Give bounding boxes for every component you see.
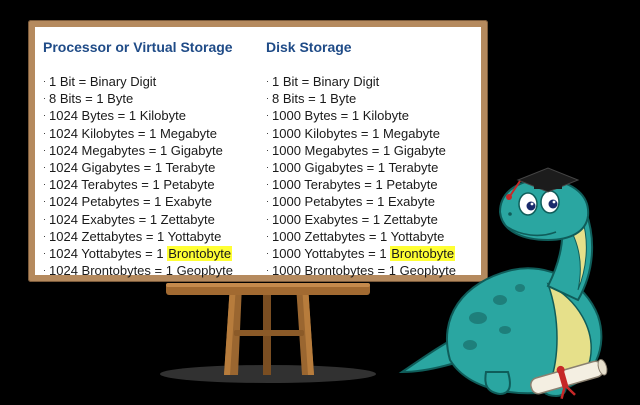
bullet-icon: ·: [43, 76, 46, 86]
bullet-icon: ·: [266, 76, 269, 86]
processor-storage-row: ·1024 Yottabytes = 1 Brontobyte: [43, 245, 258, 262]
bullet-icon: ·: [43, 127, 46, 138]
disk-storage-row: ·1000 Brontobytes = 1 Geopbyte: [266, 262, 476, 279]
disk-storage-heading: Disk Storage: [266, 39, 352, 55]
processor-storage-row: ·1024 Terabytes = 1 Petabyte: [43, 176, 258, 193]
bullet-icon: ·: [43, 230, 46, 241]
conversion-text: 8 Bits = 1 Byte: [49, 91, 134, 107]
easel-board: Processor or Virtual Storage ·1 Bit = Bi…: [28, 20, 488, 282]
conversion-text: 1 Bit = Binary Digit: [49, 74, 157, 89]
conversion-text: 1024 Bytes = 1 Kilobyte: [49, 108, 186, 124]
processor-storage-heading: Processor or Virtual Storage: [43, 39, 233, 55]
bullet-icon: ·: [266, 179, 269, 190]
bullet-icon: ·: [266, 162, 269, 173]
disk-storage-row: ·1000 Yottabytes = 1 Brontobyte: [266, 245, 476, 262]
bullet-icon: ·: [43, 265, 46, 276]
processor-storage-row: ·1 Bit = Binary Digit: [43, 73, 258, 90]
conversion-text: 1000 Yottabytes = 1: [272, 246, 391, 262]
conversion-text: 1024 Exabytes = 1 Zettabyte: [49, 211, 215, 227]
bullet-icon: ·: [43, 93, 46, 104]
bullet-icon: ·: [266, 110, 269, 121]
whiteboard: Processor or Virtual Storage ·1 Bit = Bi…: [35, 27, 481, 278]
conversion-text: 1024 Megabytes = 1 Gigabyte: [49, 142, 223, 158]
conversion-text: 1024 Gigabytes = 1 Terabyte: [49, 160, 216, 176]
disk-storage-row: ·1000 Petabytes = 1 Exabyte: [266, 193, 476, 210]
processor-storage-row: ·1024 Petabytes = 1 Exabyte: [43, 193, 258, 210]
bullet-icon: ·: [43, 162, 46, 173]
processor-storage-row: ·8 Bits = 1 Byte: [43, 90, 258, 107]
processor-storage-row: ·1024 Gigabytes = 1 Terabyte: [43, 159, 258, 176]
bullet-icon: ·: [43, 179, 46, 190]
disk-storage-row: ·1000 Kilobytes = 1 Megabyte: [266, 125, 476, 142]
conversion-text: 1 Bit = Binary Digit: [272, 74, 380, 89]
processor-storage-row: ·1024 Brontobytes = 1 Geopbyte: [43, 262, 258, 279]
bullet-icon: ·: [266, 127, 269, 138]
conversion-text: 1000 Gigabytes = 1 Terabyte: [272, 160, 439, 176]
processor-storage-row: ·1024 Megabytes = 1 Gigabyte: [43, 142, 258, 159]
processor-storage-row: ·1024 Bytes = 1 Kilobyte: [43, 107, 258, 124]
bullet-icon: ·: [266, 213, 269, 224]
conversion-text: 8 Bits = 1 Byte: [272, 91, 357, 107]
bullet-icon: ·: [266, 144, 269, 155]
conversion-text: 1000 Bytes = 1 Kilobyte: [272, 108, 409, 124]
conversion-text: 1000 Exabytes = 1 Zettabyte: [272, 211, 438, 227]
conversion-text: 1000 Kilobytes = 1 Megabyte: [272, 125, 441, 141]
disk-storage-list: ·1 Bit = Binary Digit·8 Bits = 1 Byte·10…: [266, 73, 476, 279]
bullet-icon: ·: [43, 144, 46, 155]
conversion-text: 1000 Terabytes = 1 Petabyte: [272, 177, 438, 193]
bullet-icon: ·: [43, 213, 46, 224]
conversion-text: 1024 Kilobytes = 1 Megabyte: [49, 125, 218, 141]
disk-storage-column: Disk Storage ·1 Bit = Binary Digit·8 Bit…: [266, 39, 476, 279]
disk-storage-row: ·1000 Megabytes = 1 Gigabyte: [266, 142, 476, 159]
disk-storage-row: ·1000 Terabytes = 1 Petabyte: [266, 176, 476, 193]
disk-storage-row: ·1 Bit = Binary Digit: [266, 73, 476, 90]
conversion-text: 1024 Terabytes = 1 Petabyte: [49, 177, 215, 193]
bullet-icon: ·: [43, 196, 46, 207]
bullet-icon: ·: [43, 248, 46, 259]
conversion-text: 1024 Zettabytes = 1 Yottabyte: [49, 228, 222, 244]
conversion-text: 1024 Petabytes = 1 Exabyte: [49, 194, 212, 210]
disk-storage-row: ·1000 Gigabytes = 1 Terabyte: [266, 159, 476, 176]
conversion-text: 1000 Brontobytes = 1 Geopbyte: [272, 263, 456, 279]
processor-storage-row: ·1024 Zettabytes = 1 Yottabyte: [43, 228, 258, 245]
highlighted-unit: Brontobyte: [390, 246, 456, 262]
processor-storage-column: Processor or Virtual Storage ·1 Bit = Bi…: [43, 39, 258, 279]
conversion-text: 1000 Petabytes = 1 Exabyte: [272, 194, 435, 210]
disk-storage-row: ·8 Bits = 1 Byte: [266, 90, 476, 107]
bullet-icon: ·: [266, 248, 269, 259]
highlighted-unit: Brontobyte: [167, 246, 233, 262]
bullet-icon: ·: [266, 196, 269, 207]
conversion-text: 1024 Brontobytes = 1 Geopbyte: [49, 263, 233, 279]
disk-storage-row: ·1000 Exabytes = 1 Zettabyte: [266, 211, 476, 228]
bullet-icon: ·: [43, 110, 46, 121]
bullet-icon: ·: [266, 93, 269, 104]
disk-storage-row: ·1000 Zettabytes = 1 Yottabyte: [266, 228, 476, 245]
conversion-text: 1000 Zettabytes = 1 Yottabyte: [272, 228, 445, 244]
conversion-text: 1024 Yottabytes = 1: [49, 246, 168, 262]
processor-storage-list: ·1 Bit = Binary Digit·8 Bits = 1 Byte·10…: [43, 73, 258, 279]
processor-storage-row: ·1024 Exabytes = 1 Zettabyte: [43, 211, 258, 228]
disk-storage-row: ·1000 Bytes = 1 Kilobyte: [266, 107, 476, 124]
bullet-icon: ·: [266, 230, 269, 241]
conversion-text: 1000 Megabytes = 1 Gigabyte: [272, 142, 446, 158]
bullet-icon: ·: [266, 265, 269, 276]
processor-storage-row: ·1024 Kilobytes = 1 Megabyte: [43, 125, 258, 142]
